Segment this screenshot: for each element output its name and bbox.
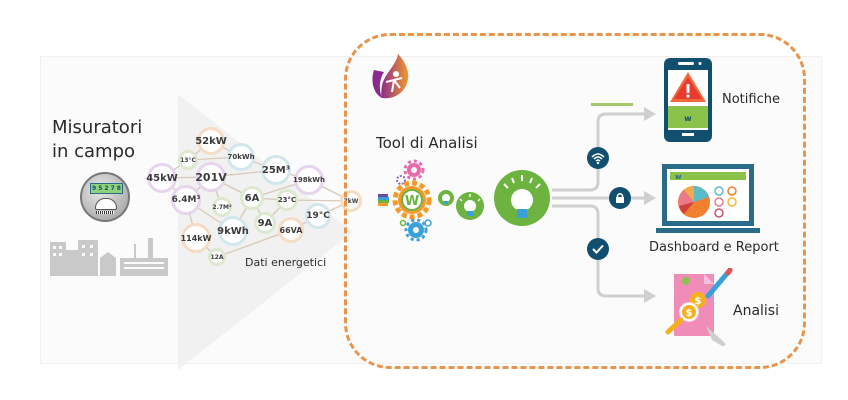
- analysis-region-border: [344, 33, 806, 369]
- blue-gear-icon: [399, 218, 432, 242]
- data-node-label: 23°C: [277, 196, 297, 204]
- data-node-52kw: 52kW: [195, 127, 227, 155]
- data-node-label: 201V: [195, 170, 227, 184]
- pie-chart: [678, 186, 710, 218]
- data-node-64m3: 6.4M³: [171, 185, 201, 215]
- data-node-23c: 23°C: [276, 189, 298, 211]
- svg-text:W: W: [405, 194, 419, 209]
- meter-digit: 9: [92, 185, 97, 192]
- arrow-head: [644, 191, 656, 205]
- field-meters-title-line2: in campo: [52, 141, 136, 162]
- data-node-label: 25M³: [261, 164, 291, 176]
- data-node-201v: 201V: [195, 162, 227, 192]
- data-node-label: 9kWh: [217, 225, 249, 237]
- data-node-25m3: 25M³: [261, 155, 291, 185]
- arrow-head: [644, 289, 656, 303]
- pink-gear-icon: [403, 159, 425, 181]
- meter-digit: 2: [104, 185, 109, 192]
- data-node-66va: 66VA: [278, 217, 304, 243]
- small-bulb-icon: [438, 190, 454, 206]
- green-bar: [591, 103, 633, 106]
- notifications-label: Notifiche: [722, 92, 780, 107]
- meter-display: 9 5 2 7 8: [90, 183, 123, 194]
- data-node-label: 45kW: [146, 172, 178, 184]
- laptop-dashboard-icon: w: [656, 164, 760, 233]
- data-node-27m3: 2.7M³: [212, 197, 232, 217]
- meter-digit: 7: [110, 185, 115, 192]
- data-node-12a: 12A: [208, 248, 226, 266]
- data-node-label: 12A: [210, 253, 224, 261]
- data-node-9kwh: 9kWh: [217, 216, 249, 246]
- data-node-label: 70kWh: [227, 153, 255, 161]
- data-node-label: 198kWh: [293, 176, 325, 184]
- svg-text:$: $: [686, 308, 693, 319]
- meter-gauge: [95, 198, 117, 210]
- data-node-label: 114kW: [180, 233, 212, 243]
- field-meters-title: Misuratori in campo: [52, 116, 142, 164]
- data-node-198kwh: 198kWh: [293, 165, 325, 195]
- data-node-6a: 6A: [240, 186, 264, 210]
- data-node-45kw: 45kW: [146, 163, 178, 193]
- data-node-19c: 19°C: [305, 203, 331, 229]
- svg-text:w: w: [684, 114, 692, 123]
- check-icon: [587, 238, 609, 260]
- data-node-13c: 13°C: [178, 150, 198, 170]
- analysis-document-icon: $ $: [665, 268, 733, 346]
- brand-logo-icon: [372, 54, 409, 99]
- analysis-tool-graphics: W: [378, 159, 550, 242]
- data-cloud-caption: Dati energetici: [245, 256, 327, 269]
- data-node-9a: 9A: [254, 212, 276, 234]
- field-meters-title-line1: Misuratori: [52, 117, 143, 138]
- meter-digit: 8: [116, 185, 121, 192]
- data-node-label: 6A: [244, 192, 260, 204]
- energy-meter-icon: 9 5 2 7 8: [80, 172, 130, 222]
- dashboard-report-label: Dashboard e Report: [649, 240, 779, 255]
- data-node-label: 6.4M³: [171, 195, 201, 205]
- buildings-icon: [50, 238, 168, 276]
- arrow-head: [644, 107, 656, 121]
- lock-icon: [609, 187, 631, 209]
- small-purple-gear-icon: [396, 175, 406, 185]
- analysis-label: Analisi: [733, 303, 779, 319]
- orange-gear-icon: W: [392, 180, 432, 220]
- data-node-label: 13°C: [180, 156, 196, 164]
- large-bulb-icon: [494, 170, 550, 226]
- svg-text:w: w: [675, 173, 682, 181]
- data-node-label: 9A: [257, 217, 273, 229]
- svg-text:$: $: [695, 296, 702, 307]
- data-node-70kwh: 70kWh: [227, 143, 255, 171]
- color-stripes-icon: [378, 194, 389, 206]
- data-node-label: 7kW: [343, 197, 359, 205]
- smartphone-alert-icon: w: [664, 58, 712, 142]
- wifi-icon: [587, 147, 609, 169]
- meter-barcode: [96, 211, 114, 214]
- data-node-label: 52kW: [195, 135, 227, 147]
- data-node-114kw: 114kW: [181, 223, 211, 253]
- data-node-label: 66VA: [279, 225, 303, 235]
- medium-bulb-icon: [456, 192, 484, 220]
- tool-title: Tool di Analisi: [376, 134, 478, 152]
- meter-digit: 5: [98, 185, 103, 192]
- data-node-label: 2.7M³: [212, 203, 232, 211]
- data-node-label: 19°C: [306, 211, 330, 221]
